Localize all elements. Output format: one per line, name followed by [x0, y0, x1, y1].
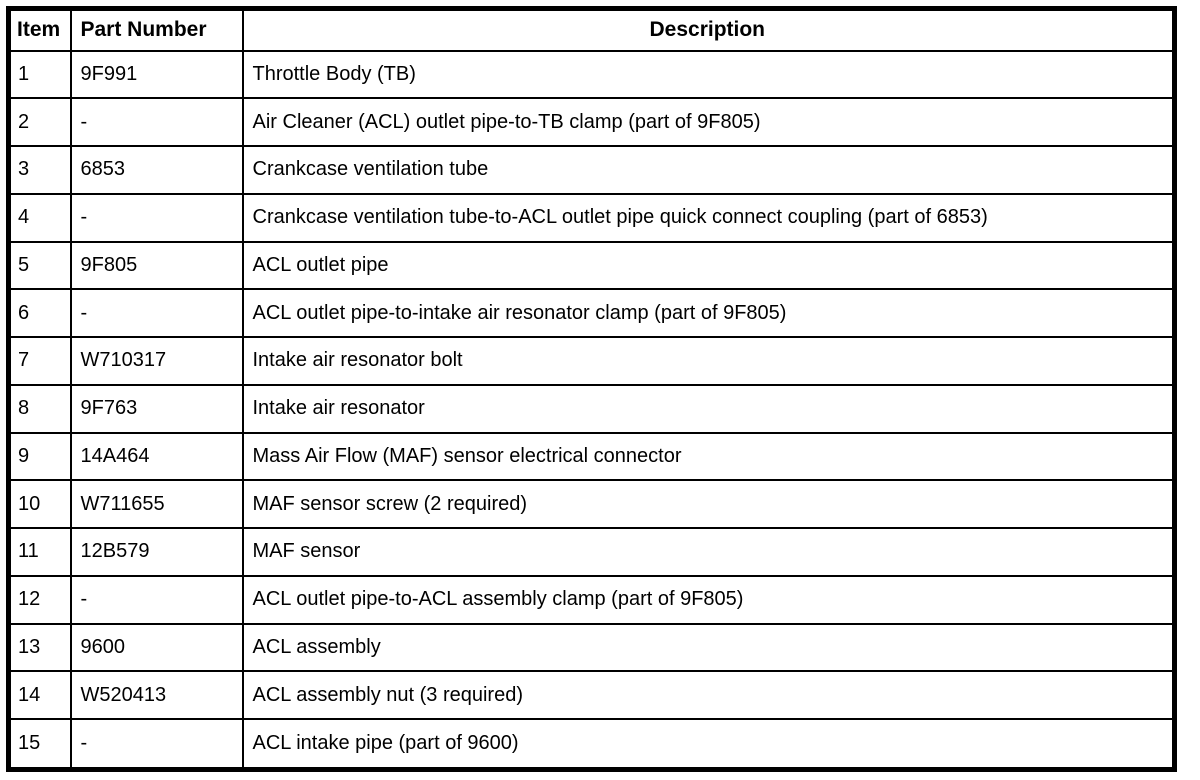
table-row: 12 - ACL outlet pipe-to-ACL assembly cla…	[7, 574, 1176, 625]
cell-item: 7	[7, 336, 72, 386]
cell-part-number: -	[69, 192, 244, 243]
cell-item: 5	[7, 240, 72, 291]
cell-item: 2	[7, 97, 72, 147]
cell-part-number: -	[69, 288, 244, 338]
cell-item: 13	[7, 622, 72, 673]
cell-description: Intake air resonator bolt	[241, 336, 1176, 386]
table-row: 2 - Air Cleaner (ACL) outlet pipe-to-TB …	[7, 97, 1176, 147]
cell-part-number: 9F763	[69, 383, 244, 434]
cell-part-number: W711655	[69, 479, 244, 529]
cell-item: 12	[7, 574, 72, 625]
cell-description: MAF sensor screw (2 required)	[241, 479, 1176, 529]
cell-item: 14	[7, 670, 72, 720]
cell-item: 1	[7, 49, 72, 100]
table-row: 13 9600 ACL assembly	[7, 622, 1176, 673]
cell-item: 15	[7, 718, 72, 771]
table-row: 5 9F805 ACL outlet pipe	[7, 240, 1176, 291]
cell-description: ACL intake pipe (part of 9600)	[241, 718, 1176, 771]
cell-description: ACL assembly	[241, 622, 1176, 673]
table-row: 11 12B579 MAF sensor	[7, 527, 1176, 577]
cell-description: ACL assembly nut (3 required)	[241, 670, 1176, 720]
cell-item: 10	[7, 479, 72, 529]
cell-part-number: 9F991	[69, 49, 244, 100]
cell-description: Throttle Body (TB)	[241, 49, 1176, 100]
cell-description: MAF sensor	[241, 527, 1176, 577]
table-row: 1 9F991 Throttle Body (TB)	[7, 49, 1176, 100]
table-row: 9 14A464 Mass Air Flow (MAF) sensor elec…	[7, 431, 1176, 482]
table-row: 15 - ACL intake pipe (part of 9600)	[7, 718, 1176, 771]
table-row: 8 9F763 Intake air resonator	[7, 383, 1176, 434]
cell-item: 11	[7, 527, 72, 577]
cell-item: 8	[7, 383, 72, 434]
parts-table-body: 1 9F991 Throttle Body (TB) 2 - Air Clean…	[7, 49, 1176, 771]
cell-description: Mass Air Flow (MAF) sensor electrical co…	[241, 431, 1176, 482]
cell-part-number: -	[69, 97, 244, 147]
cell-part-number: W520413	[69, 670, 244, 720]
header-row: Item Part Number Description	[7, 7, 1176, 52]
header-item: Item	[7, 7, 72, 52]
cell-part-number: 9600	[69, 622, 244, 673]
cell-part-number: -	[69, 574, 244, 625]
cell-item: 9	[7, 431, 72, 482]
cell-description: Crankcase ventilation tube-to-ACL outlet…	[241, 192, 1176, 243]
table-row: 14 W520413 ACL assembly nut (3 required)	[7, 670, 1176, 720]
cell-part-number: -	[69, 718, 244, 771]
table-row: 7 W710317 Intake air resonator bolt	[7, 336, 1176, 386]
cell-description: ACL outlet pipe-to-intake air resonator …	[241, 288, 1176, 338]
cell-part-number: 14A464	[69, 431, 244, 482]
cell-description: Intake air resonator	[241, 383, 1176, 434]
cell-part-number: 12B579	[69, 527, 244, 577]
cell-description: Crankcase ventilation tube	[241, 145, 1176, 195]
table-row: 10 W711655 MAF sensor screw (2 required)	[7, 479, 1176, 529]
header-description: Description	[241, 7, 1176, 52]
header-part-number: Part Number	[69, 7, 244, 52]
cell-description: Air Cleaner (ACL) outlet pipe-to-TB clam…	[241, 97, 1176, 147]
cell-description: ACL outlet pipe-to-ACL assembly clamp (p…	[241, 574, 1176, 625]
cell-description: ACL outlet pipe	[241, 240, 1176, 291]
table-row: 4 - Crankcase ventilation tube-to-ACL ou…	[7, 192, 1176, 243]
cell-item: 3	[7, 145, 72, 195]
cell-item: 4	[7, 192, 72, 243]
table-row: 6 - ACL outlet pipe-to-intake air resona…	[7, 288, 1176, 338]
cell-part-number: W710317	[69, 336, 244, 386]
table-row: 3 6853 Crankcase ventilation tube	[7, 145, 1176, 195]
cell-part-number: 9F805	[69, 240, 244, 291]
parts-table: Item Part Number Description 1 9F991 Thr…	[6, 6, 1177, 772]
cell-item: 6	[7, 288, 72, 338]
cell-part-number: 6853	[69, 145, 244, 195]
